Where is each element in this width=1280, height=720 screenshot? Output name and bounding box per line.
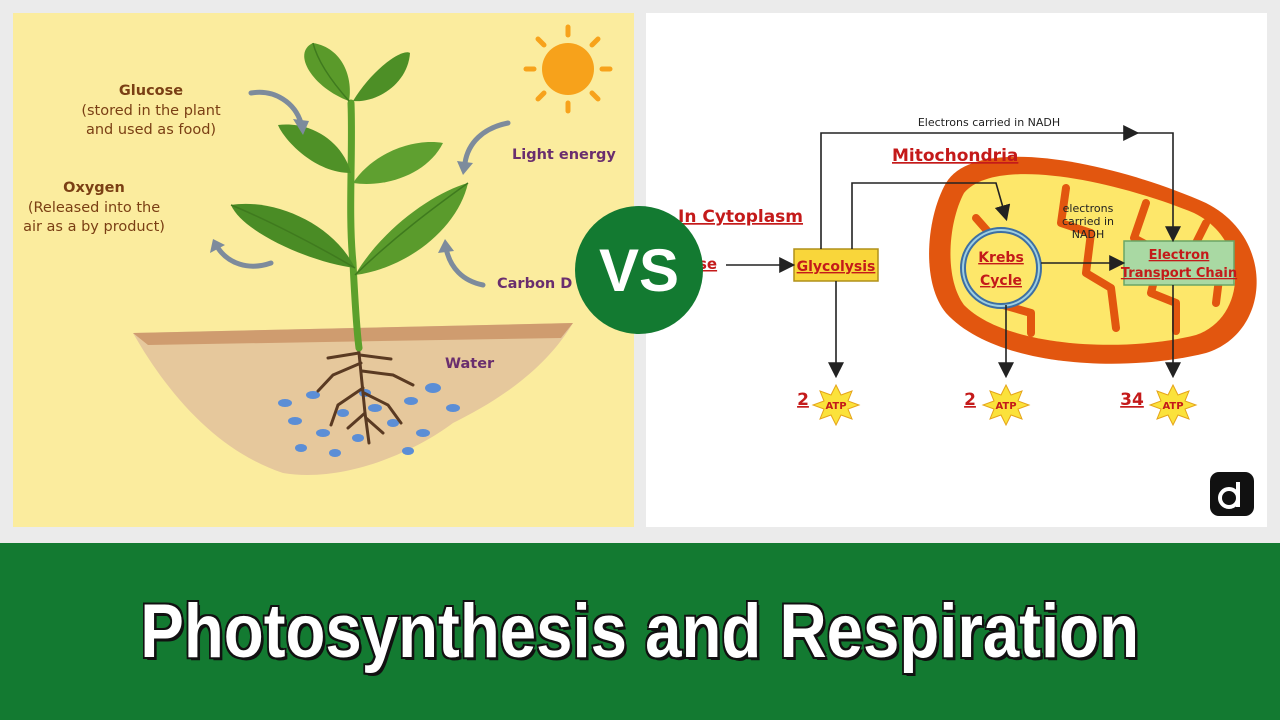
oxygen-desc-line1: (Released into the bbox=[28, 200, 160, 216]
oxygen-label: Oxygen bbox=[63, 180, 125, 196]
glucose-label: Glucose bbox=[119, 83, 183, 99]
page-title: Photosynthesis and Respiration bbox=[141, 588, 1140, 675]
oxygen-desc-line2: air as a by product) bbox=[23, 219, 165, 235]
atp-count-etc: 34 bbox=[1120, 390, 1144, 410]
arrow-glucose bbox=[251, 92, 301, 123]
photosynthesis-diagram: Glucose (stored in the plant and used as… bbox=[13, 13, 634, 527]
glucose-desc-line2: and used as food) bbox=[86, 122, 216, 138]
mitochondria-label: Mitochondria bbox=[892, 146, 1018, 166]
water-label: Water bbox=[445, 356, 495, 372]
electrons-nadh-top-label: Electrons carried in NADH bbox=[918, 116, 1060, 129]
arrow-oxygen bbox=[218, 248, 271, 266]
krebs-cycle-ring bbox=[963, 230, 1039, 306]
sun-icon bbox=[526, 27, 610, 111]
krebs-label-line2: Cycle bbox=[980, 273, 1022, 289]
atp-label-glycolysis: ATP bbox=[825, 401, 846, 412]
brand-logo-icon bbox=[1210, 472, 1254, 516]
title-banner: Photosynthesis and Respiration bbox=[0, 543, 1280, 720]
glucose-desc-line1: (stored in the plant bbox=[81, 103, 221, 119]
respiration-panel: Electrons carried in NADH Mitochondria I… bbox=[646, 13, 1267, 527]
light-energy-label: Light energy bbox=[512, 147, 616, 163]
etc-label-line2: Transport Chain bbox=[1121, 266, 1237, 281]
respiration-diagram: Electrons carried in NADH Mitochondria I… bbox=[646, 13, 1267, 527]
arrow-light bbox=[465, 123, 508, 163]
glycolysis-label: Glycolysis bbox=[797, 259, 876, 275]
in-cytoplasm-label: In Cytoplasm bbox=[678, 207, 803, 227]
soil bbox=[133, 323, 573, 475]
electrons-small-line1: electrons bbox=[1063, 202, 1114, 215]
etc-label-line1: Electron bbox=[1149, 248, 1210, 263]
plant-stem bbox=[351, 103, 359, 348]
atp-count-glycolysis: 2 bbox=[797, 390, 809, 410]
photosynthesis-panel: Glucose (stored in the plant and used as… bbox=[13, 13, 634, 527]
krebs-label-line1: Krebs bbox=[978, 250, 1024, 266]
atp-count-krebs: 2 bbox=[964, 390, 976, 410]
arrow-carbon bbox=[446, 248, 483, 285]
electrons-small-line2: carried in bbox=[1062, 215, 1114, 228]
carbon-dioxide-label: Carbon D bbox=[497, 276, 572, 292]
electrons-small-line3: NADH bbox=[1072, 228, 1105, 241]
atp-label-krebs: ATP bbox=[995, 401, 1016, 412]
atp-label-etc: ATP bbox=[1162, 401, 1183, 412]
vs-badge: VS bbox=[575, 206, 703, 334]
